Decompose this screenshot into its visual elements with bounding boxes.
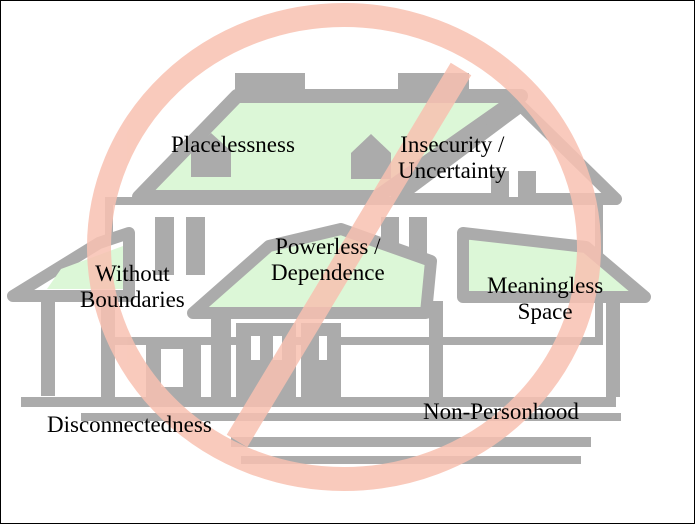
label-non-personhood: Non-Personhood	[423, 399, 579, 425]
label-insecurity-line1: Insecurity /	[400, 132, 505, 157]
label-powerless: Powerless / Dependence	[271, 234, 385, 286]
porch-post-3	[606, 297, 620, 397]
porch-post-1	[211, 317, 231, 399]
ground-line-3	[231, 437, 591, 447]
label-disconnectedness-text: Disconnectedness	[47, 412, 212, 437]
lower-window-left-pane	[161, 349, 183, 387]
label-powerless-line2: Dependence	[271, 260, 385, 285]
prohibition-sign-icon	[87, 3, 601, 491]
ground-line-1	[21, 397, 616, 407]
front-porch-roof	[187, 223, 437, 319]
window-left-divider	[174, 217, 186, 275]
label-meaningless-space: Meaningless Space	[487, 273, 603, 325]
label-placelessness: Placelessness	[171, 132, 295, 158]
label-powerless-line1: Powerless /	[275, 234, 381, 259]
label-placelessness-text: Placelessness	[171, 132, 295, 157]
label-disconnectedness: Disconnectedness	[47, 412, 212, 438]
sign-slash	[226, 62, 472, 448]
door-glass-1	[251, 336, 260, 360]
gable-window-divider	[509, 171, 518, 207]
side-door-glass	[319, 336, 327, 360]
label-without-line2: Boundaries	[80, 287, 185, 312]
label-meaningless-line1: Meaningless	[487, 273, 604, 298]
porch-post-2	[429, 301, 443, 401]
porch-post-4	[41, 296, 55, 396]
dormer-right	[351, 134, 391, 179]
label-insecurity: Insecurity / Uncertainty	[398, 132, 507, 184]
dormer-left	[191, 133, 231, 177]
label-without-boundaries: Without Boundaries	[80, 261, 185, 313]
label-insecurity-line2: Uncertainty	[398, 158, 507, 183]
sign-ring	[87, 3, 601, 491]
label-without-line1: Without	[95, 261, 170, 286]
right-porch-roof	[457, 227, 651, 303]
ground-line-2	[81, 413, 621, 421]
label-meaningless-line2: Space	[517, 299, 573, 324]
label-non-personhood-text: Non-Personhood	[423, 399, 579, 424]
door-glass-2	[273, 336, 282, 360]
